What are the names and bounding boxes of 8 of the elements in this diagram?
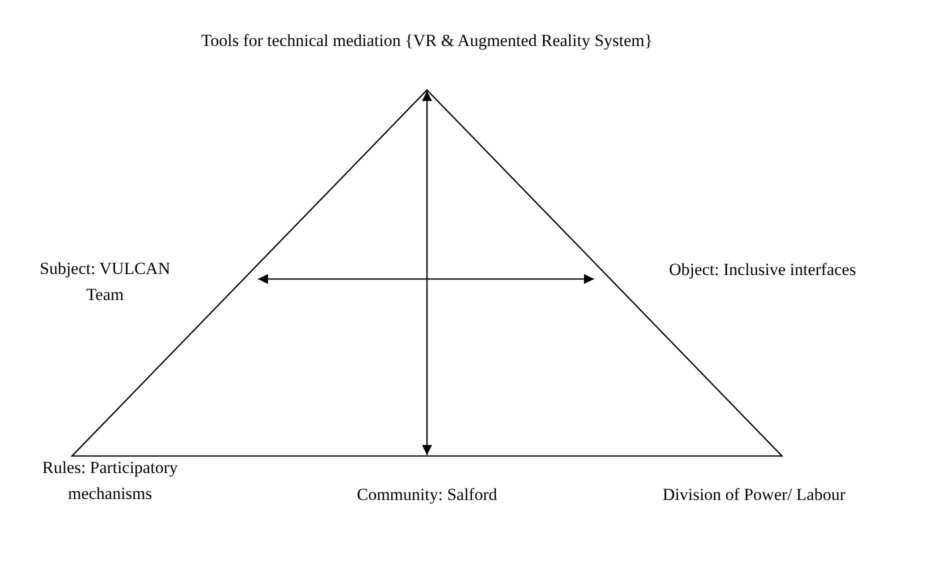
corner-label: Object: Inclusive interfaces <box>605 257 920 283</box>
corner-label: Rules: Participatory mechanisms <box>0 455 220 507</box>
corner-label: Tools for technical mediation {VR & Augmented Reality System} <box>127 28 727 54</box>
double-arrow <box>422 91 432 455</box>
corner-label: Community: Salford <box>300 482 554 508</box>
double-arrow <box>258 274 594 284</box>
corner-label: Division of Power/ Labour <box>600 482 908 508</box>
corner-label: Subject: VULCAN Team <box>20 256 190 308</box>
